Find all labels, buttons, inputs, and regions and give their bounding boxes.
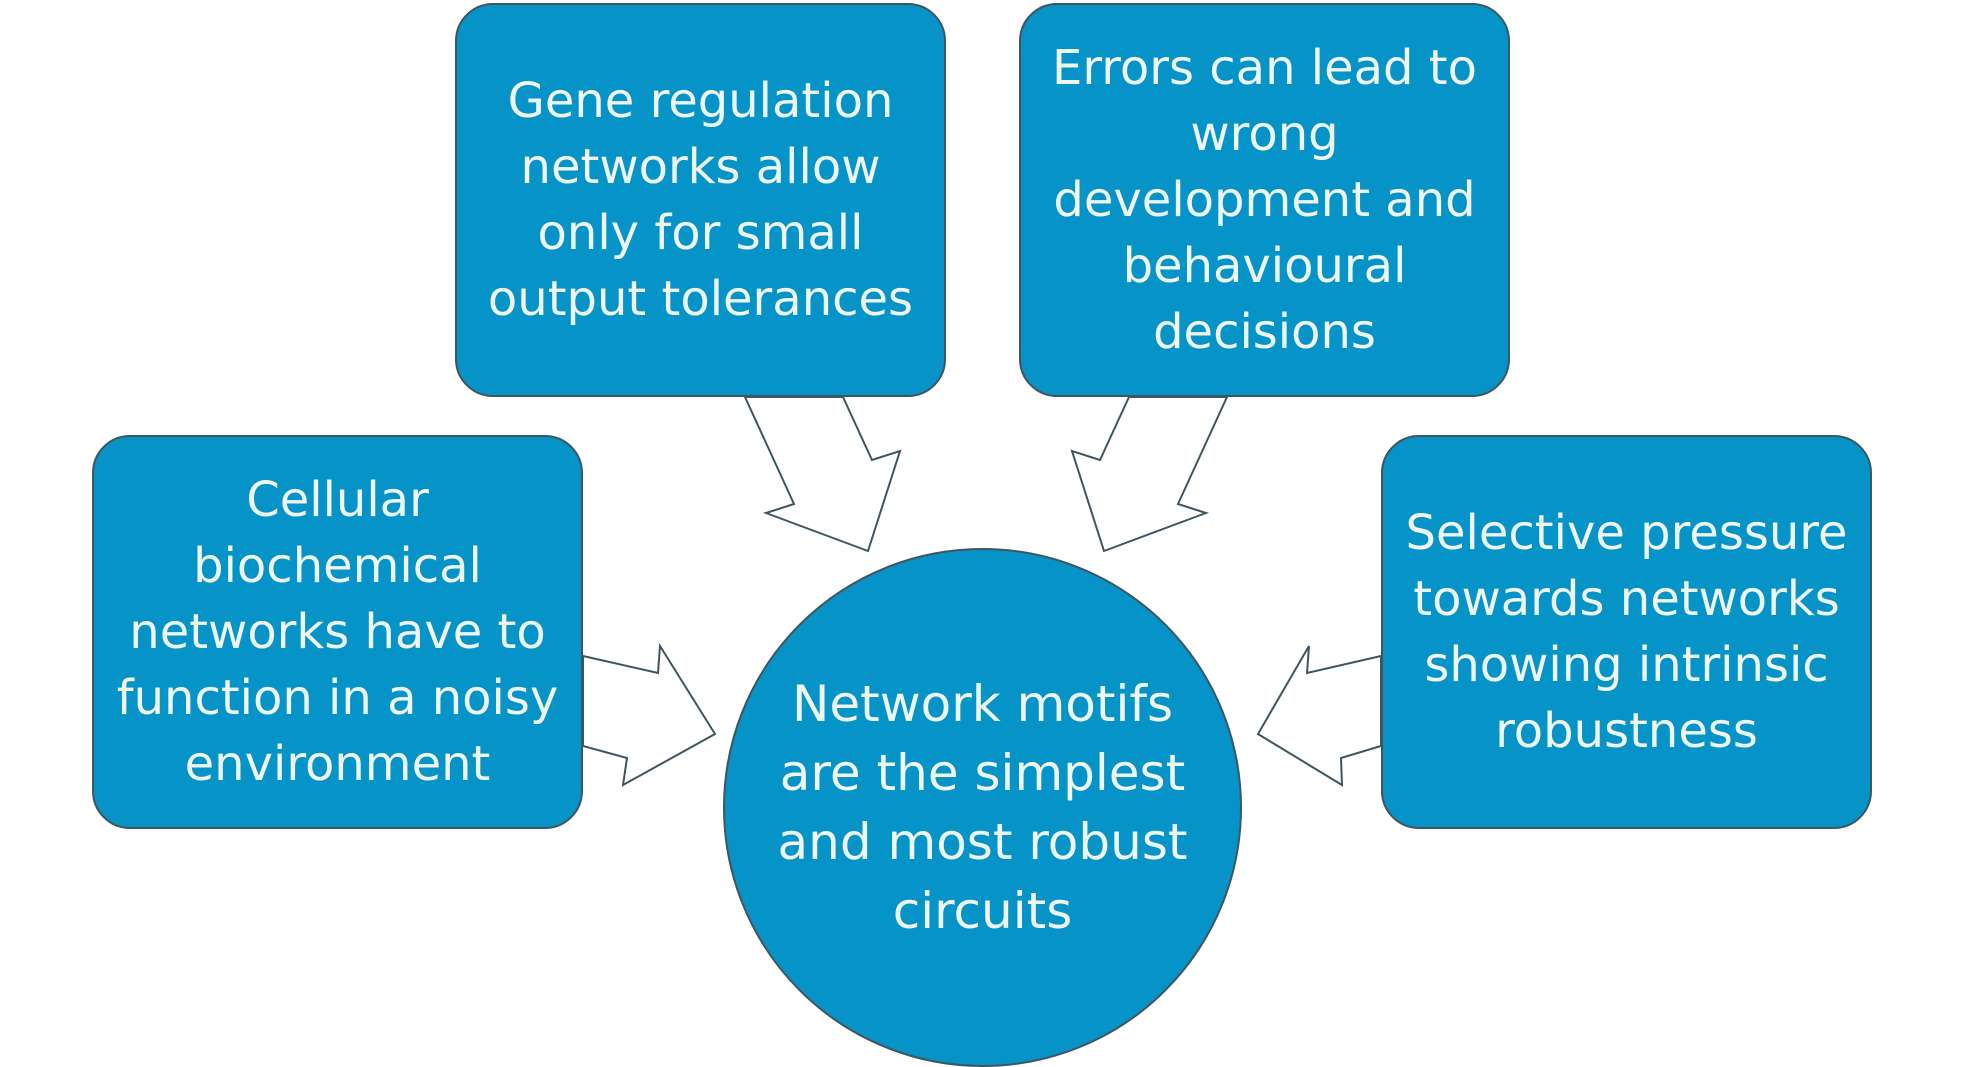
box-gene-regulation-text: Gene regulation networks allow only for … <box>487 73 914 327</box>
arrow-top-left-to-center <box>743 396 902 553</box>
center-circle: Network motifs are the simplest and most… <box>723 548 1242 1067</box>
box-selective-pressure-text: Selective pressure towards networks show… <box>1405 505 1848 759</box>
box-errors-text: Errors can lead to wrong development and… <box>1052 40 1477 360</box>
arrow-left-to-center <box>582 642 717 787</box>
box-gene-regulation: Gene regulation networks allow only for … <box>455 3 946 397</box>
box-cellular-networks: Cellular biochemical networks have to fu… <box>92 435 583 829</box>
center-circle-text: Network motifs are the simplest and most… <box>777 674 1188 940</box>
arrow-right-to-center <box>1256 645 1382 787</box>
box-selective-pressure: Selective pressure towards networks show… <box>1381 435 1872 829</box>
box-errors: Errors can lead to wrong development and… <box>1019 3 1510 397</box>
arrow-top-right-to-center <box>1070 396 1229 553</box>
box-cellular-networks-text: Cellular biochemical networks have to fu… <box>116 472 559 792</box>
